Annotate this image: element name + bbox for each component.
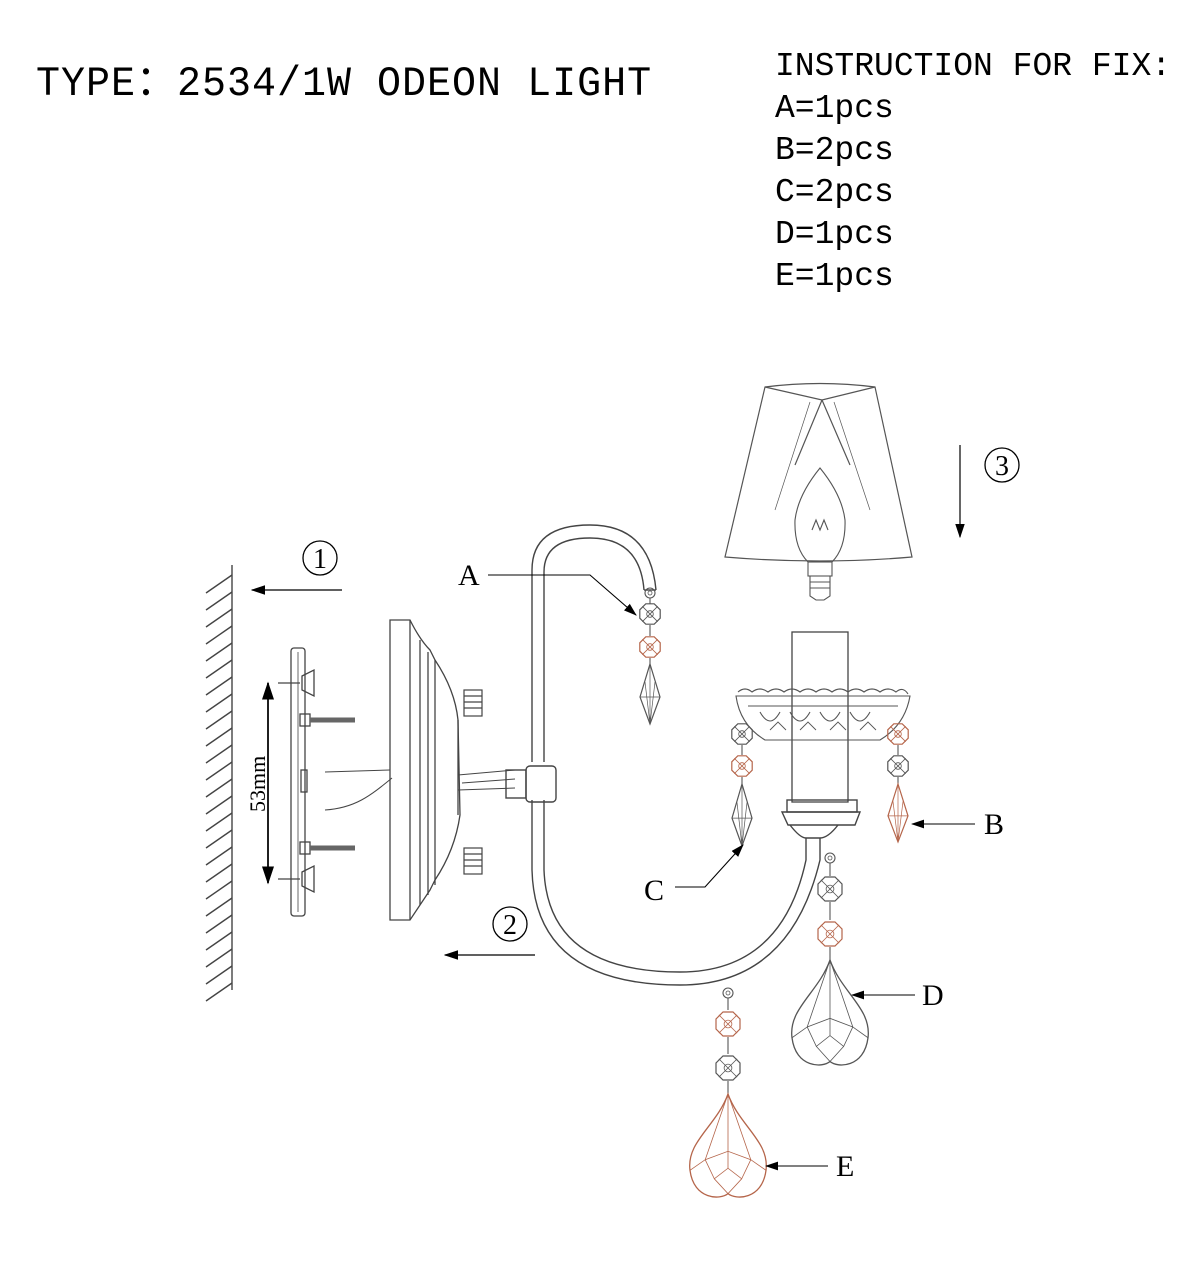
- light-bulb: [794, 467, 846, 601]
- crystal-b-colored-octagon: [887, 723, 909, 745]
- bobeche-dish: [735, 688, 911, 741]
- crystal-d-colored-octagon: [817, 921, 843, 947]
- svg-text:1: 1: [313, 544, 327, 575]
- crystal-a-prism: [639, 661, 661, 726]
- crystal-a-clear-octagon: [639, 603, 661, 625]
- lamp-shade: [724, 382, 913, 562]
- crystal-c-clear-octagon: [731, 723, 753, 745]
- svg-text:E: E: [836, 1150, 854, 1183]
- svg-text:C: C: [644, 874, 664, 907]
- instruction-list: INSTRUCTION FOR FIX: A=1pcs B=2pcs C=2pc…: [775, 46, 1171, 298]
- crystal-c-colored-octagon: [731, 755, 753, 777]
- page-title: TYPE：2534/1W ODEON LIGHT: [36, 61, 653, 109]
- instruction-item-e: E=1pcs: [775, 258, 894, 295]
- crystal-e-drop: [689, 1092, 767, 1198]
- label-a: A: [458, 559, 637, 616]
- crystal-a-colored-octagon: [639, 636, 661, 658]
- instruction-item-b: B=2pcs: [775, 132, 894, 169]
- crystal-garlands: [639, 587, 909, 1198]
- wall: [205, 565, 233, 1002]
- step-2-marker: 2: [443, 906, 535, 960]
- label-b: B: [910, 808, 1004, 841]
- mounting-plate: [278, 647, 393, 917]
- crystal-d-clear-octagon: [817, 876, 843, 902]
- crystal-e-clear-octagon: [715, 1055, 741, 1081]
- crystal-e-colored-octagon: [715, 1011, 741, 1037]
- instruction-heading: INSTRUCTION FOR FIX:: [775, 48, 1172, 85]
- label-c: C: [644, 844, 744, 907]
- instruction-item-a: A=1pcs: [775, 90, 894, 127]
- instruction-item-d: D=1pcs: [775, 216, 894, 253]
- step-3-marker: 3: [955, 445, 1020, 539]
- wall-canopy: [389, 619, 516, 921]
- svg-text:3: 3: [995, 451, 1009, 482]
- svg-text:A: A: [458, 559, 480, 592]
- dimension-53mm: 53mm: [245, 681, 274, 885]
- svg-text:53mm: 53mm: [245, 756, 270, 812]
- svg-text:D: D: [922, 979, 944, 1012]
- step-1-marker: 1: [250, 540, 342, 595]
- crystal-d-drop: [791, 958, 869, 1066]
- crystal-b-clear-octagon: [887, 755, 909, 777]
- instruction-item-c: C=2pcs: [775, 174, 894, 211]
- crystal-b-prism: [887, 781, 909, 844]
- candle-sleeve: [791, 631, 849, 803]
- label-d: D: [850, 979, 944, 1012]
- svg-text:B: B: [984, 808, 1004, 841]
- lamp-arm: [505, 524, 862, 986]
- svg-text:2: 2: [503, 910, 517, 941]
- label-e: E: [764, 1150, 854, 1183]
- crystal-c-prism: [731, 781, 753, 848]
